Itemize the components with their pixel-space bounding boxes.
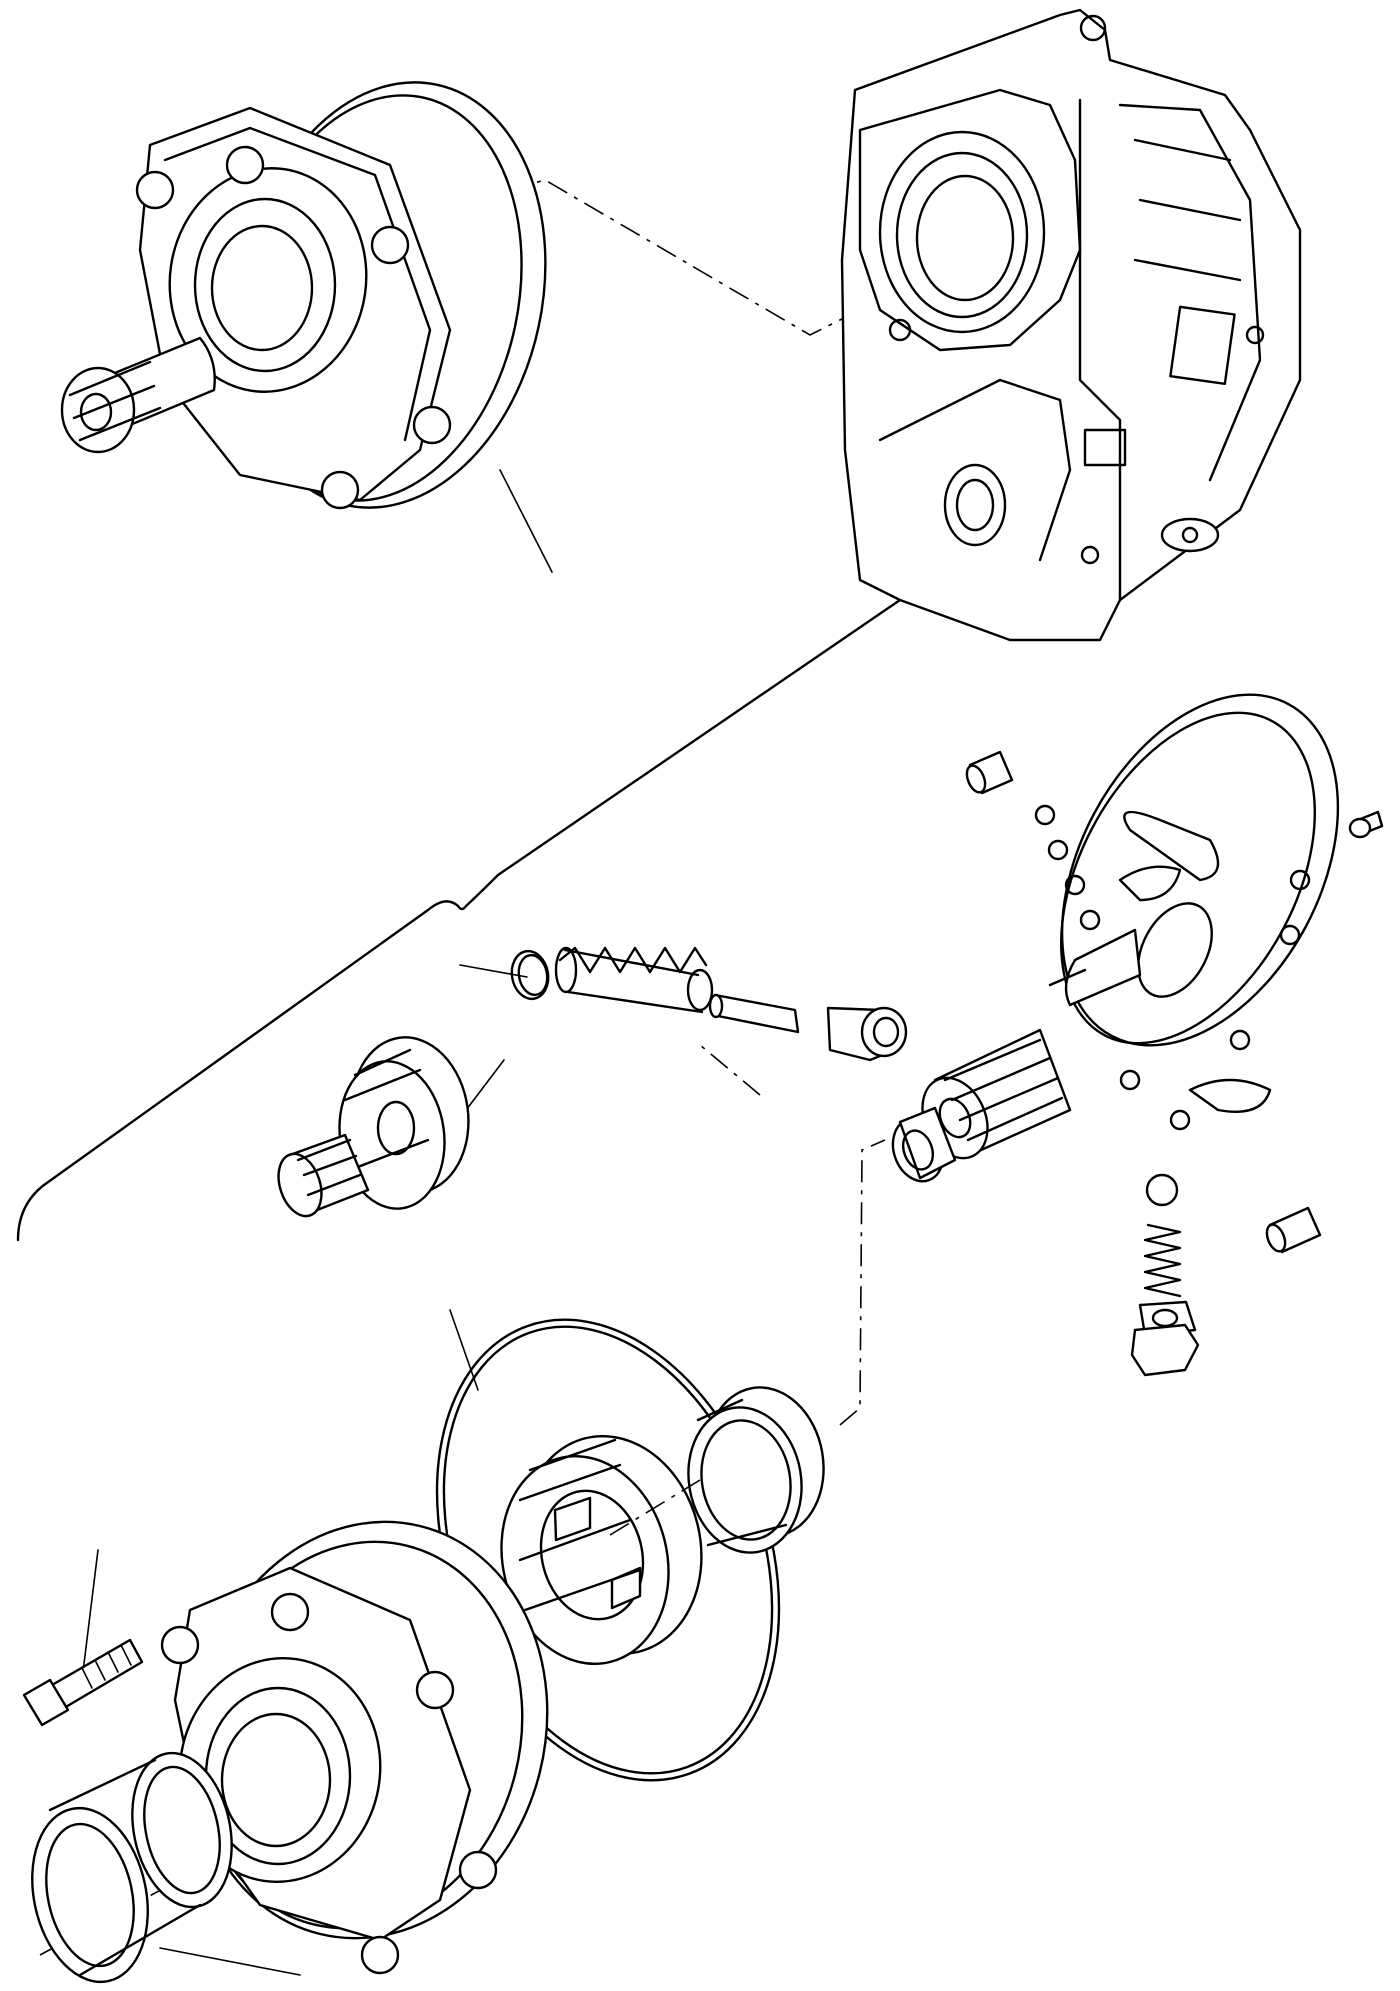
- dowel-pin: [1265, 1206, 1322, 1254]
- pump-bolt-boss: [225, 145, 265, 185]
- valve-cap: [826, 1006, 908, 1062]
- pump-bolt-boss: [135, 170, 175, 210]
- cover-bolt-boss: [458, 1850, 498, 1890]
- leader-oil-seal: [159, 1947, 301, 1976]
- transmission-housing: [840, 8, 1302, 642]
- cover-bolt: [22, 1638, 144, 1727]
- leader-pump-assembly: [499, 469, 553, 573]
- cover-bolt-boss: [360, 1935, 400, 1975]
- small-screw: [1348, 810, 1384, 839]
- outer-gear: [500, 1434, 703, 1665]
- oil-seal: [31, 1751, 233, 1984]
- leader-snap-ring: [459, 964, 528, 978]
- gear-centerline: [609, 1479, 701, 1536]
- pump-body-plate: [1034, 693, 1340, 1131]
- pump-bolt-boss: [370, 225, 410, 265]
- pump-spline: [60, 366, 136, 454]
- relief-spring: [554, 946, 714, 1014]
- seal-ring: [687, 1386, 825, 1554]
- brace-bracket: [16, 578, 932, 1242]
- plug-screw: [1130, 1300, 1200, 1377]
- check-spring: [1143, 1223, 1182, 1298]
- sleeve-bushing: [891, 1106, 957, 1183]
- cover-bolt-boss: [415, 1670, 455, 1710]
- cover-bolt-boss: [270, 1592, 310, 1632]
- snap-ring: [510, 949, 550, 1001]
- needle-bearing: [277, 1133, 370, 1218]
- dowel-pin: [965, 750, 1014, 795]
- leader-cover-bolt: [81, 1549, 99, 1681]
- pump-assembly: [60, 81, 547, 510]
- pump-bolt-boss: [412, 405, 452, 445]
- drive-gear: [338, 1036, 470, 1210]
- valve-plunger: [708, 993, 800, 1034]
- check-ball: [1145, 1173, 1179, 1207]
- cover-bolt-boss: [160, 1625, 200, 1665]
- pump-plate-shaft: [1064, 928, 1142, 1007]
- pump-bolt-boss: [320, 470, 360, 510]
- housing-vent: [1079, 14, 1107, 42]
